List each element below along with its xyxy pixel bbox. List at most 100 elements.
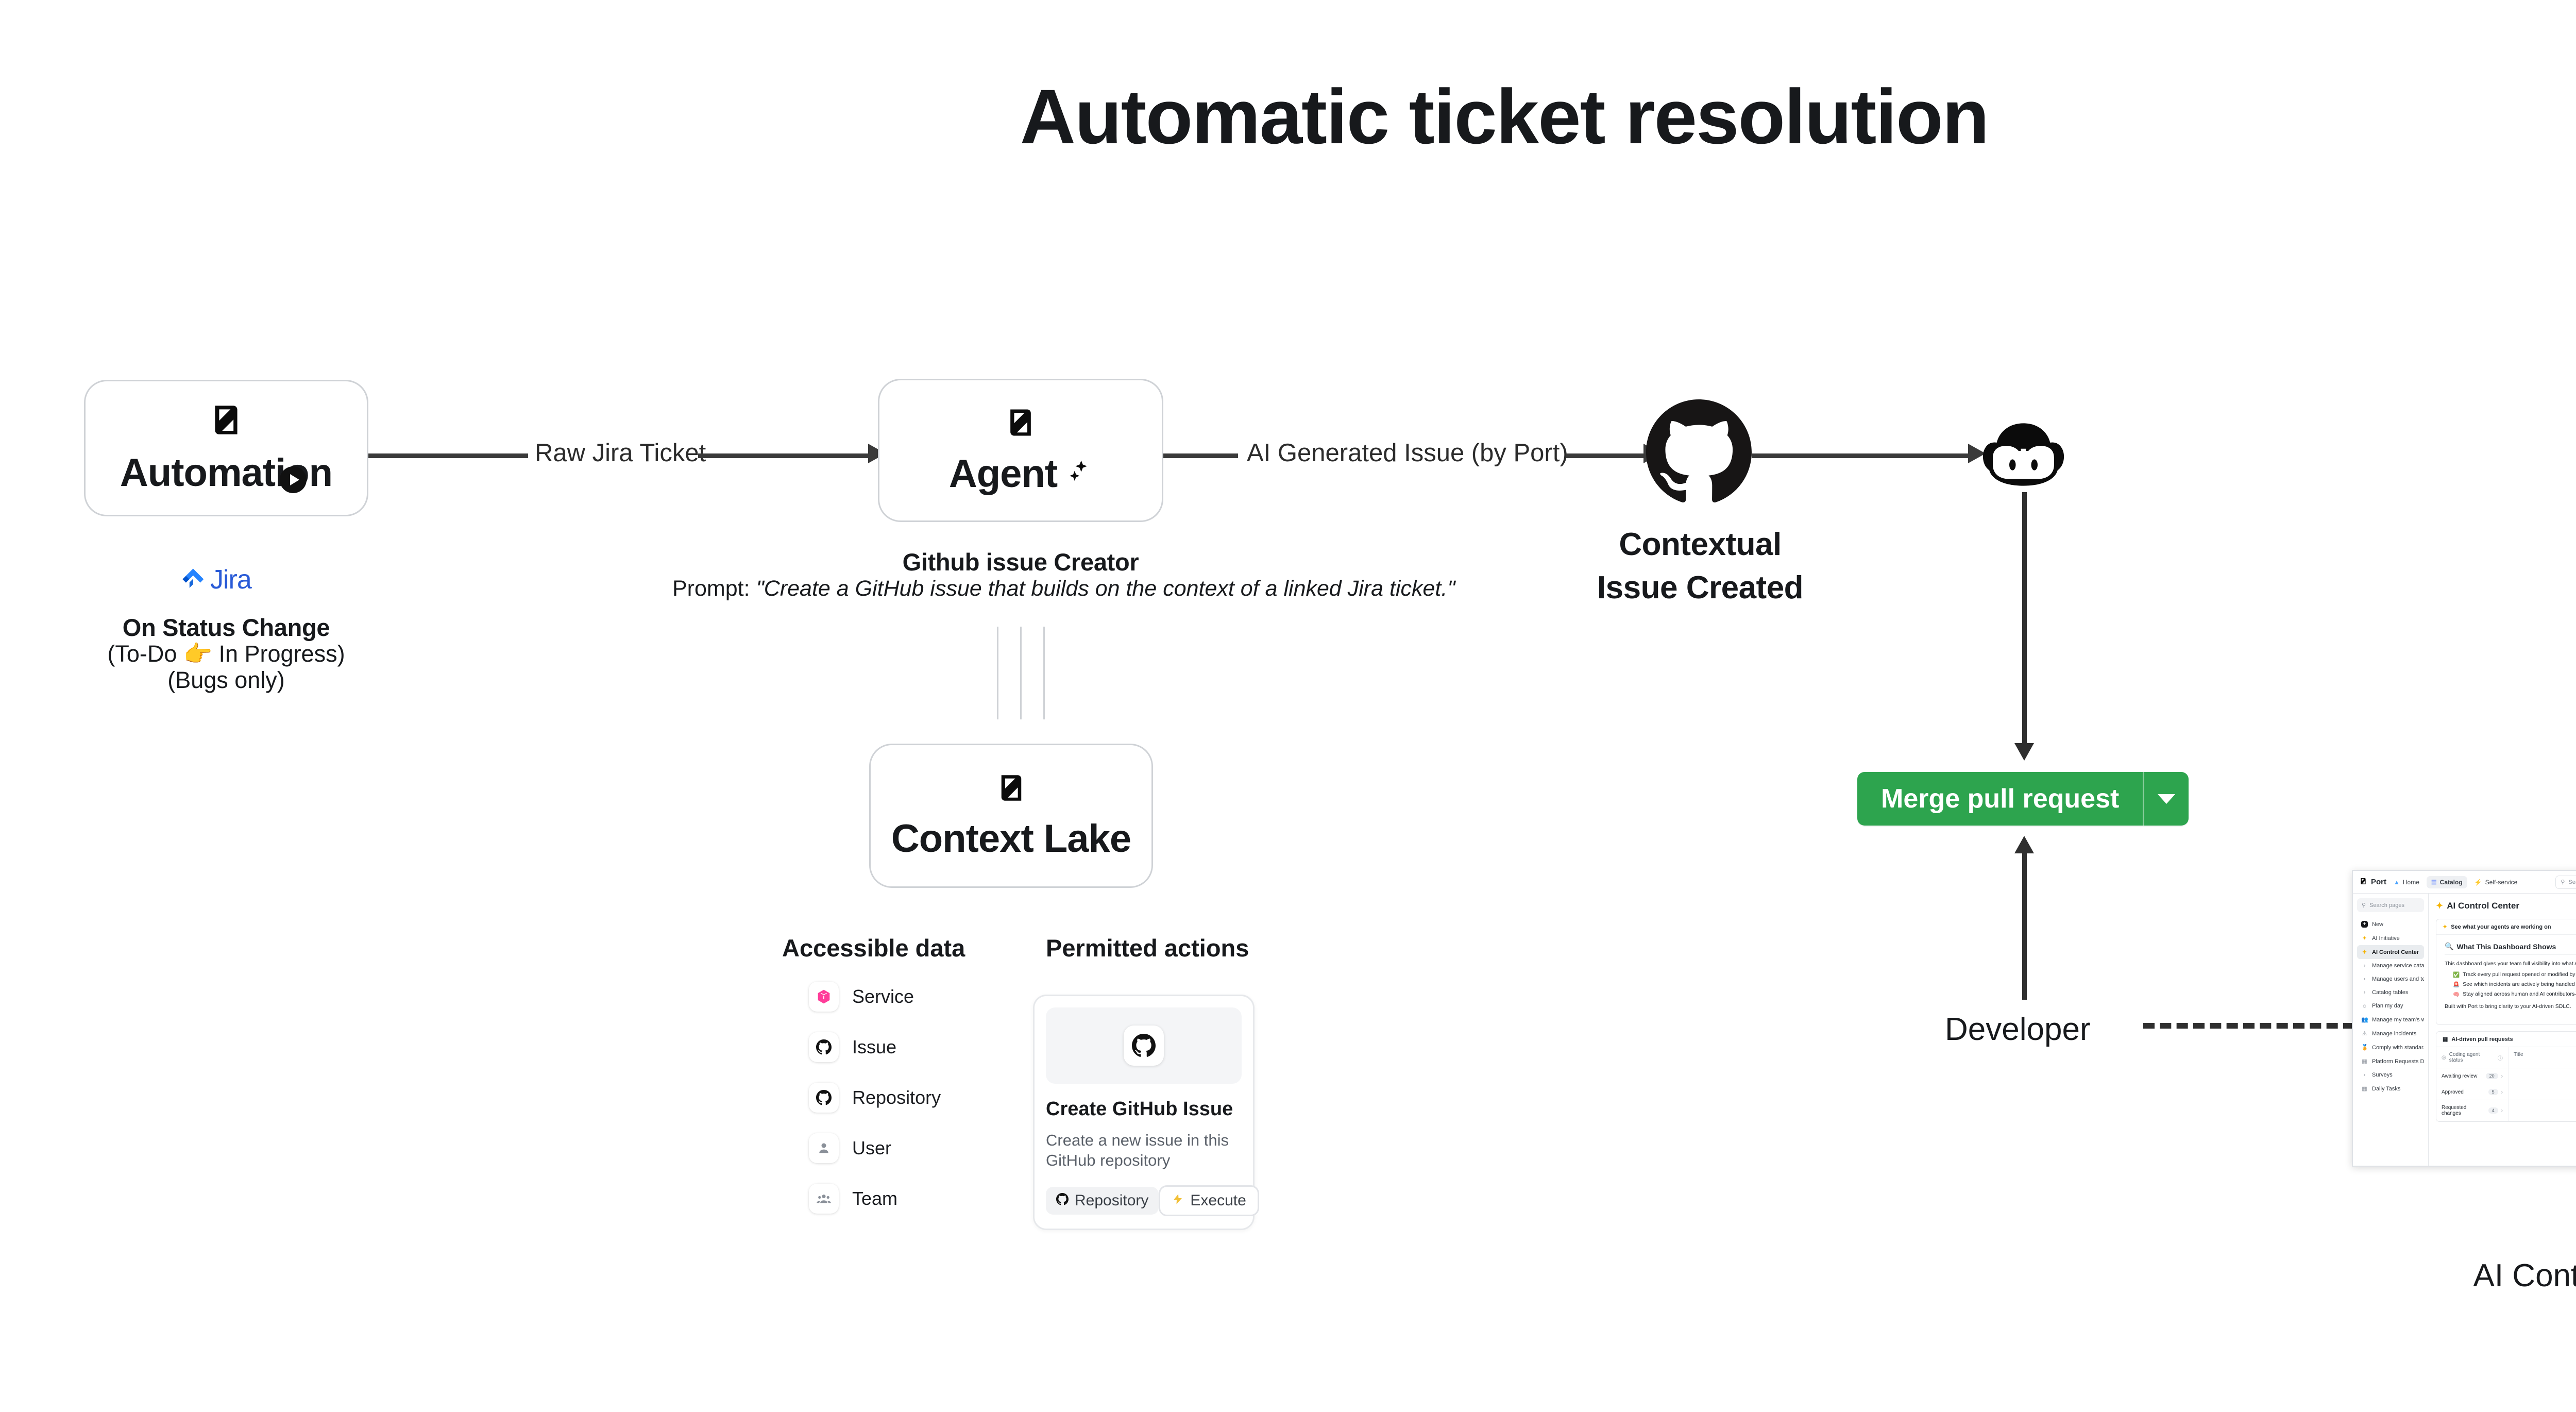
shot-nav-catalog[interactable]: ☰ Catalog	[2426, 876, 2467, 888]
dashboard-icon: ▦	[2362, 1058, 2367, 1065]
sparkle-icon: ✦	[2362, 935, 2367, 942]
github-icon	[1646, 399, 1752, 508]
jira-logo: Jira	[181, 564, 252, 595]
edge-line-down	[2022, 492, 2027, 747]
edge-line-up	[2022, 853, 2027, 1000]
agent-prompt-prefix: Prompt:	[672, 576, 750, 601]
bullet-emoji: ✅	[2453, 972, 2460, 978]
sidebar-item-surveys[interactable]: ›Surveys	[2357, 1068, 2424, 1082]
shot-nav-self-service[interactable]: ⚡ Self-service	[2475, 879, 2518, 886]
magnifier-icon: 🔍	[2445, 942, 2454, 950]
chevron-right-icon[interactable]: ›	[2501, 1073, 2503, 1079]
merge-pull-request-button[interactable]: Merge pull request	[1857, 772, 2189, 826]
dashboard-md-intro: This dashboard gives your team full visi…	[2445, 961, 2576, 967]
sidebar-item-catalog-tables[interactable]: ›Catalog tables	[2357, 986, 2424, 999]
agents-panel: ✦ See what your agents are working on 🔍 …	[2436, 919, 2576, 1025]
execute-label: Execute	[1190, 1191, 1246, 1209]
accessible-data-item-label: User	[852, 1137, 892, 1158]
github-icon	[1124, 1026, 1164, 1066]
dashboard-md-heading: 🔍 What This Dashboard Shows	[2445, 942, 2576, 955]
sidebar-item-label: Manage service catalog	[2372, 963, 2424, 969]
catalog-icon: ☰	[2431, 878, 2437, 886]
edge-line-left	[368, 453, 528, 458]
agents-panel-header-label: See what your agents are working on	[2451, 923, 2551, 930]
chevron-right-icon: ›	[2363, 976, 2366, 982]
sidebar-item-label: Manage incidents	[2372, 1030, 2417, 1037]
execute-button[interactable]: Execute	[1159, 1185, 1259, 1216]
sidebar-item-manage-service-catalog[interactable]: ›Manage service catalog	[2357, 959, 2424, 972]
context-connector-line-2	[1020, 627, 1022, 719]
sidebar-item-comply-with-standar[interactable]: 🏅 Comply with standar...	[2357, 1040, 2424, 1054]
edge-label-ai-generated-issue: AI Generated Issue (by Port)	[1247, 439, 1568, 467]
sidebar-item-manage-incidents[interactable]: ⚠Manage incidents	[2357, 1027, 2424, 1040]
sidebar-item-platform-requests-da[interactable]: ▦Platform Requests Da...	[2357, 1054, 2424, 1068]
lightning-bolt-icon	[1172, 1192, 1184, 1209]
accessible-data-item[interactable]: Team	[809, 1184, 941, 1214]
ai-control-center-screenshot[interactable]: Port ▲ Home ☰ Catalog ⚡ Self-service ⚲ S…	[2352, 870, 2576, 1167]
chevron-right-icon: ›	[2363, 989, 2366, 996]
sidebar-item-ai-initiative[interactable]: ✦ AI Initiative	[2357, 931, 2424, 945]
shot-main: ✦ AI Control Center 👥 + Widget ⋯	[2429, 894, 2576, 1166]
merge-dropdown-button[interactable]	[2144, 772, 2189, 826]
action-hero	[1046, 1007, 1242, 1084]
bullet-emoji: 🚨	[2453, 982, 2460, 988]
cube-icon	[809, 982, 839, 1012]
play-icon[interactable]	[280, 466, 307, 493]
chevron-right-icon[interactable]: ›	[2501, 1107, 2503, 1114]
port-logo-icon	[207, 401, 245, 439]
node-agent[interactable]: Agent	[878, 379, 1163, 522]
page-title: Automatic ticket resolution	[1020, 73, 1990, 160]
accessible-data-item[interactable]: Repository	[809, 1083, 941, 1113]
shot-page-title-label: AI Control Center	[2447, 901, 2519, 911]
calendar-icon: ☼	[2362, 1003, 2367, 1009]
sidebar-item-daily-tasks[interactable]: ▦Daily Tasks	[2357, 1082, 2424, 1096]
edge-line-mid	[1163, 453, 1238, 458]
app-shot-caption: AI Control Center	[2473, 1258, 2576, 1293]
sidebar-item-label: AI Control Center	[2372, 949, 2419, 955]
sparkle-icon: ✦	[2436, 901, 2444, 911]
sidebar-item-new[interactable]: +New	[2357, 917, 2424, 931]
row-status-label: Awaiting review	[2442, 1073, 2478, 1079]
user-icon	[809, 1133, 839, 1163]
accessible-data-item[interactable]: Service	[809, 982, 941, 1012]
agents-panel-header: ✦ See what your agents are working on	[2436, 919, 2576, 935]
accessible-data-item[interactable]: Issue	[809, 1032, 941, 1062]
row-title	[2509, 1087, 2576, 1097]
bullet-text: See which incidents are actively being h…	[2463, 981, 2576, 987]
github-copilot-icon	[1978, 418, 2069, 493]
edge-label-raw-jira-ticket: Raw Jira Ticket	[535, 439, 706, 467]
sparkle-icon: ✦	[2362, 949, 2367, 955]
shot-sidebar-search-placeholder: Search pages	[2369, 902, 2404, 909]
shot-sidebar-search[interactable]: ⚲ Search pages	[2357, 898, 2424, 912]
dashboard-icon: ▦	[2362, 1086, 2367, 1092]
shot-brand[interactable]: Port	[2359, 877, 2386, 887]
sidebar-item-ai-control-center[interactable]: ✦ AI Control Center	[2357, 945, 2424, 959]
sidebar-item-label: Comply with standar...	[2372, 1044, 2424, 1051]
pr-col-title[interactable]: Title	[2514, 1052, 2523, 1057]
shot-nav-home[interactable]: ▲ Home	[2394, 879, 2419, 886]
merge-pull-request-label[interactable]: Merge pull request	[1881, 784, 2120, 814]
shot-search-input[interactable]: ⚲ Search ⌘ K	[2555, 875, 2576, 889]
info-icon: ⓘ	[2498, 1055, 2503, 1062]
permitted-actions-heading: Permitted actions	[1046, 934, 1249, 962]
medal-icon: 🏅	[2361, 1045, 2368, 1051]
sidebar-item-manage-my-team-s-w[interactable]: 👥Manage my team's w...	[2357, 1013, 2424, 1027]
shot-topbar: Port ▲ Home ☰ Catalog ⚡ Self-service ⚲ S…	[2353, 871, 2576, 894]
node-context-lake[interactable]: Context Lake	[869, 744, 1153, 888]
chevron-right-icon[interactable]: ›	[2501, 1089, 2503, 1095]
sidebar-item-label: AI Initiative	[2372, 935, 2400, 942]
sidebar-item-manage-users-and-teams[interactable]: ›Manage users and teams	[2357, 972, 2424, 986]
accessible-data-item[interactable]: User	[809, 1133, 941, 1163]
shot-search-placeholder: Search	[2568, 879, 2576, 885]
lightning-bolt-icon: ⚡	[2474, 878, 2482, 886]
sidebar-item-plan-my-day[interactable]: ☼Plan my day	[2357, 999, 2424, 1013]
node-automation[interactable]: Automation	[84, 380, 368, 516]
permitted-action-card[interactable]: Create GitHub Issue Create a new issue i…	[1033, 995, 1259, 1230]
github-icon	[809, 1083, 839, 1113]
edge-arrow-right	[1968, 444, 1986, 463]
